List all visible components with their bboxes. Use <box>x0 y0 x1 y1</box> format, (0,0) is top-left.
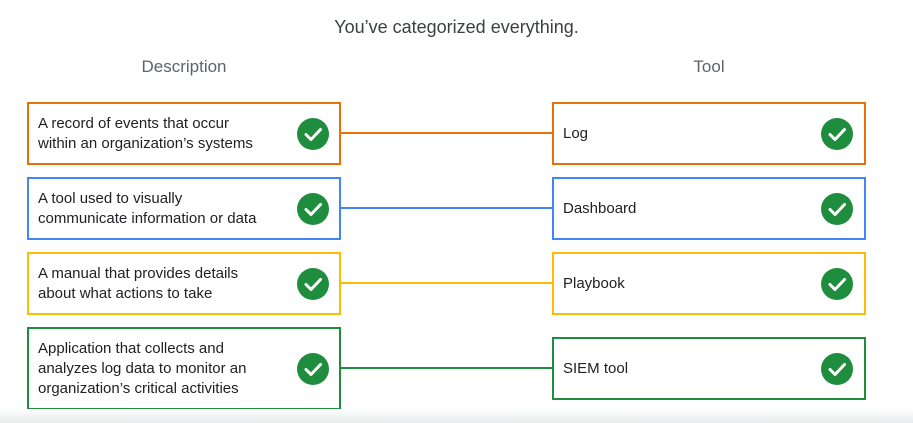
description-card-siem-tool[interactable]: Application that collects and analyzes l… <box>27 327 341 410</box>
connector-line-playbook <box>341 282 552 284</box>
tool-card-playbook[interactable]: Playbook <box>552 252 866 315</box>
completion-heading: You’ve categorized everything. <box>334 17 579 37</box>
description-text: Application that collects and analyzes l… <box>38 339 247 397</box>
description-text: A record of events that occur within an … <box>38 114 253 152</box>
description-text: A manual that provides details about wha… <box>38 264 239 302</box>
check-circle-icon <box>297 117 329 150</box>
description-card-playbook[interactable]: A manual that provides details about wha… <box>27 252 341 315</box>
tool-card-dashboard[interactable]: Dashboard <box>552 177 866 240</box>
tool-text: Log <box>563 124 589 142</box>
check-circle-icon <box>297 352 329 385</box>
bottom-divider <box>0 409 913 423</box>
tool-text: Dashboard <box>563 199 637 217</box>
check-circle-icon <box>821 352 853 385</box>
tool-column-header: Tool <box>693 57 725 76</box>
description-card-log[interactable]: A record of events that occur within an … <box>27 102 341 165</box>
description-text: A tool used to visually communicate info… <box>38 189 257 227</box>
check-circle-icon <box>297 192 329 225</box>
connector-line-dashboard <box>341 207 552 209</box>
tool-card-log[interactable]: Log <box>552 102 866 165</box>
check-circle-icon <box>821 192 853 225</box>
description-card-dashboard[interactable]: A tool used to visually communicate info… <box>27 177 341 240</box>
check-circle-icon <box>297 267 329 300</box>
check-circle-icon <box>821 117 853 150</box>
description-column-header: Description <box>141 57 227 76</box>
connector-line-log <box>341 132 552 134</box>
tool-card-siem-tool[interactable]: SIEM tool <box>552 337 866 400</box>
connector-line-siem-tool <box>341 367 552 369</box>
tool-text: Playbook <box>563 274 625 292</box>
tool-text: SIEM tool <box>563 359 629 377</box>
check-circle-icon <box>821 267 853 300</box>
